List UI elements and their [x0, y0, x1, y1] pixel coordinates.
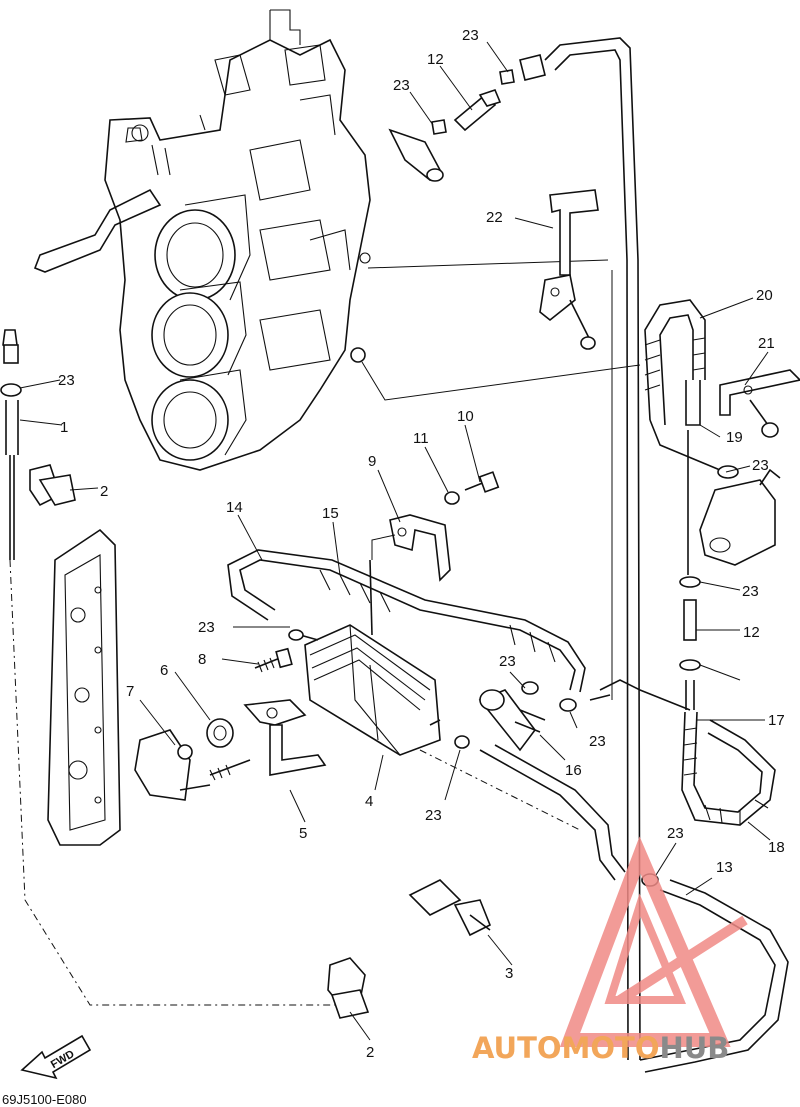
callout-1: 1 — [60, 419, 68, 436]
bracket-21 — [719, 369, 800, 438]
callout-19: 19 — [726, 429, 743, 446]
callout-22: 22 — [486, 209, 503, 226]
callout-9: 9 — [368, 453, 376, 470]
callout-21: 21 — [758, 335, 775, 352]
callout-17: 17 — [768, 712, 785, 729]
engine-block — [33, 9, 371, 471]
callout-11: 11 — [413, 430, 429, 447]
washer-11 — [444, 491, 460, 505]
lower-hose — [419, 679, 691, 881]
callout-labels: 23 12 23 22 20 21 23 1 2 19 23 10 11 9 1… — [58, 27, 785, 1061]
gasket-plate — [47, 528, 121, 846]
callout-23-right-mid: 23 — [742, 583, 759, 600]
callout-15: 15 — [322, 505, 339, 522]
watermark-text: AUTOMOTOHUB — [472, 1031, 729, 1065]
clamp-3 — [408, 879, 492, 937]
callout-7: 7 — [126, 683, 134, 700]
hose-17-18 — [681, 711, 776, 826]
callout-18: 18 — [768, 839, 785, 856]
callout-6: 6 — [160, 662, 168, 679]
bracket-22 — [539, 189, 599, 350]
watermark-brand-1: AUTOMOTO — [472, 1031, 659, 1065]
watermark-logo — [559, 836, 748, 1047]
canister-4 — [288, 559, 441, 756]
bolt-8 — [254, 647, 293, 673]
valve-16 — [454, 681, 577, 752]
watermark-brand-2: HUB — [659, 1031, 729, 1065]
callout-12-top: 12 — [427, 51, 444, 68]
callout-20: 20 — [756, 287, 773, 304]
callout-leaders — [19, 41, 771, 1041]
callout-23-left: 23 — [58, 372, 75, 389]
callout-23-bottom: 23 — [425, 807, 442, 824]
callout-3: 3 — [505, 965, 513, 982]
callout-23-hose13: 23 — [667, 825, 684, 842]
joint-12-right — [679, 576, 701, 710]
callout-2-left: 2 — [100, 483, 108, 500]
callout-23-mid: 23 — [198, 619, 215, 636]
callout-8: 8 — [198, 651, 206, 668]
callout-23-center: 23 — [499, 653, 516, 670]
callout-4: 4 — [365, 793, 373, 810]
fuel-hose-left — [0, 329, 340, 1006]
hose-20 — [644, 299, 721, 575]
fwd-label: FWD — [49, 1048, 77, 1071]
bracket-5 — [209, 699, 327, 781]
bracket-9 — [371, 514, 451, 582]
callout-23-topleft: 23 — [393, 77, 410, 94]
callout-5: 5 — [299, 825, 307, 842]
callout-12-right: 12 — [743, 624, 760, 641]
callout-14: 14 — [226, 499, 243, 516]
callout-10: 10 — [457, 408, 474, 425]
hose-14-15 — [227, 549, 586, 693]
clamp-2-lower — [327, 957, 370, 1019]
filter-assembly — [699, 465, 781, 566]
rubber-6 — [206, 718, 234, 748]
callout-16: 16 — [565, 762, 582, 779]
diagram-code: 69J5100-E080 — [2, 1092, 87, 1107]
bolt-10 — [464, 471, 500, 493]
callout-23-right: 23 — [752, 457, 769, 474]
bracket-7 — [134, 729, 211, 801]
callout-2-bottom: 2 — [366, 1044, 374, 1061]
upper-hose-assembly — [388, 37, 641, 1061]
callout-23-valve: 23 — [589, 733, 606, 750]
callout-23-top: 23 — [462, 27, 479, 44]
callout-13: 13 — [716, 859, 733, 876]
fwd-arrow: FWD — [20, 1034, 92, 1080]
